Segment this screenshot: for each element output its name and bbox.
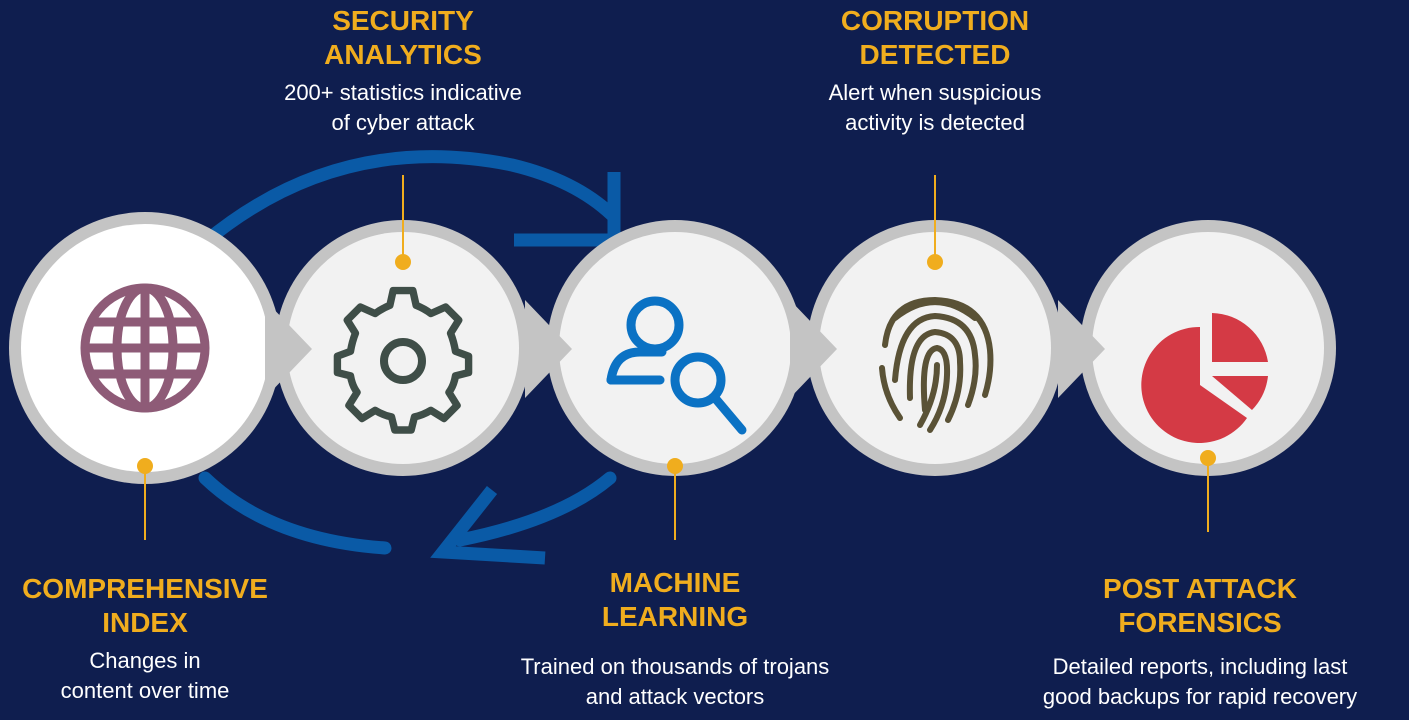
step-4-label: CORRUPTION DETECTED Alert when suspiciou… [785,4,1085,138]
step-3-description: Trained on thousands of trojans and atta… [520,654,830,709]
step-1-label: COMPREHENSIVE INDEX Changes in content o… [0,572,300,706]
step-2-label: SECURITY ANALYTICS 200+ statistics indic… [253,4,553,138]
connector-dot-3 [667,458,683,474]
step-1-description: Changes in content over time [60,648,230,703]
step-circles [9,212,1336,484]
gear-icon [333,286,473,434]
pie-chart-icon [1141,313,1268,443]
connector-dot-4 [927,254,943,270]
arrow-bottom-right-curve [198,471,392,555]
fingerprint-icon [879,296,994,433]
step-5-label: POST ATTACK FORENSICS Detailed reports, … [990,572,1409,712]
step-2-title: SECURITY ANALYTICS [324,5,482,70]
step-4-description: Alert when suspicious activity is detect… [828,80,1042,135]
connectors [137,175,1216,540]
globe-icon [80,283,210,413]
connector-dot-2 [395,254,411,270]
user-search-icon [606,296,747,435]
step-4-title: CORRUPTION DETECTED [840,5,1030,70]
cycle-arrows [198,150,621,565]
step-5-description: Detailed reports, including last good ba… [1042,654,1358,709]
arrow-top-curve [198,150,619,249]
connector-dot-1 [137,458,153,474]
connector-dot-5 [1200,450,1216,466]
arrow-bottom-curve [453,471,617,547]
arrow-bottom-head [430,485,546,565]
step-1-title: COMPREHENSIVE INDEX [22,573,268,638]
step-2-description: 200+ statistics indicative of cyber atta… [284,80,522,135]
step-3-title: MACHINE LEARNING [601,567,749,632]
step-3-label: MACHINE LEARNING Trained on thousands of… [465,566,885,712]
step-5-title: POST ATTACK FORENSICS [1103,573,1297,638]
